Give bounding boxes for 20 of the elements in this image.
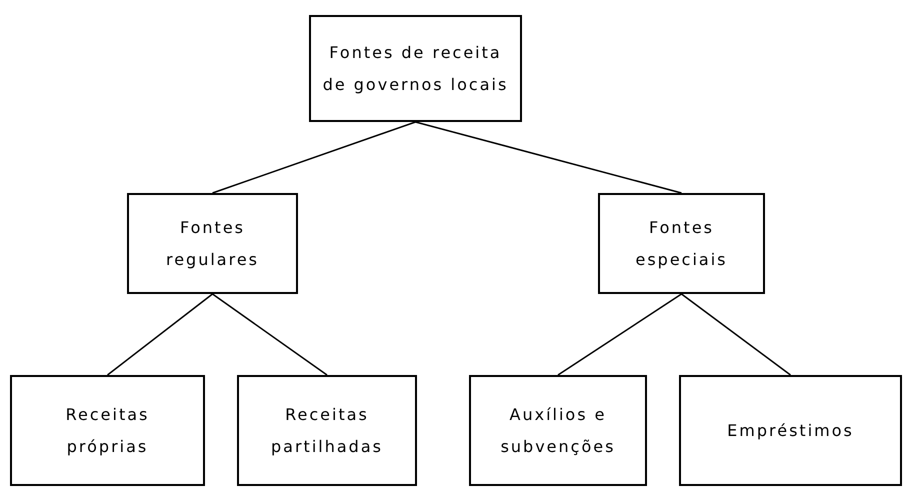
text-box	[309, 15, 522, 122]
node-label: Fontes especiais	[634, 216, 728, 270]
connector-line	[681, 293, 791, 376]
node-label: Empréstimos	[727, 420, 854, 442]
connector-line	[212, 121, 416, 194]
connector-line	[107, 293, 213, 376]
connector-line	[415, 121, 682, 194]
text-box	[469, 375, 647, 486]
connector-line	[212, 293, 328, 376]
node-label: Receitas partilhadas	[270, 404, 384, 458]
text-box	[679, 375, 902, 486]
node-label: Receitas próprias	[64, 404, 150, 458]
node-label: Auxílios e subvenções	[500, 404, 616, 458]
text-box	[127, 193, 298, 294]
text-box	[237, 375, 417, 486]
text-box	[10, 375, 205, 486]
node-label: Fontes regulares	[164, 216, 260, 270]
connector-line	[558, 293, 682, 376]
node-label: Fontes de receita de governos locais	[322, 42, 510, 96]
text-box	[598, 193, 765, 294]
